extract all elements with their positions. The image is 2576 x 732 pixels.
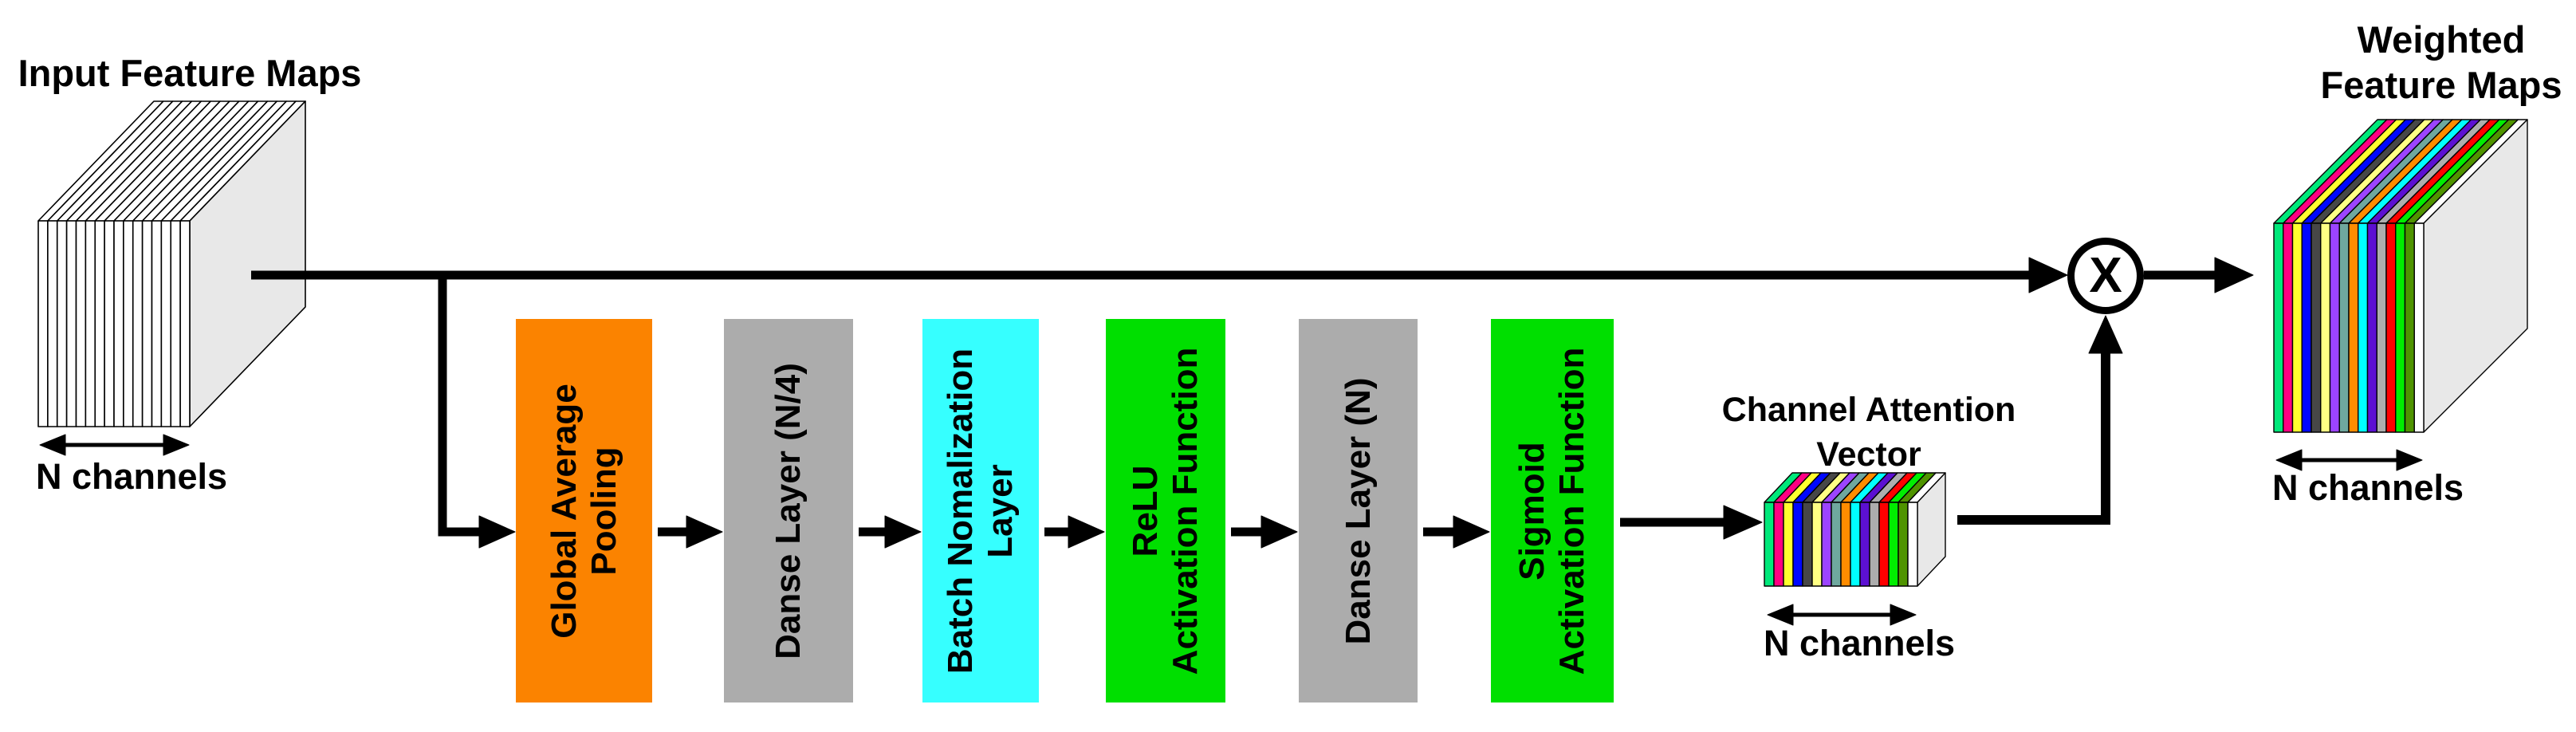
block-global-average-pooling: Global Average Pooling (516, 319, 652, 702)
channel-attention-vector-title: Channel Attention Vector (1721, 391, 2016, 474)
multiply-icon: X (2089, 248, 2122, 303)
block-label: Global Average Pooling (544, 383, 623, 639)
block-label: Sigmoid Activation Function (1512, 347, 1591, 675)
weighted-channels-arrow (2275, 449, 2423, 471)
weighted-n-channels-label: N channels (2271, 467, 2464, 508)
block-dense-layer-n4: Danse Layer (N/4) (724, 319, 853, 702)
input-feature-maps-title: Input Feature Maps (18, 52, 362, 94)
weighted-cube (2273, 119, 2528, 433)
block-relu-activation: ReLU Activation Function (1106, 319, 1225, 702)
block-batch-normalization: Batch Nomalization Layer (922, 319, 1039, 702)
attention-n-channels-label: N channels (1763, 623, 1956, 663)
block-dense-layer-n: Danse Layer (N) (1299, 319, 1418, 702)
input-cube (37, 100, 306, 427)
block-label: Batch Nomalization Layer (941, 348, 1020, 674)
weighted-feature-maps-title: Weighted Feature Maps (2320, 18, 2562, 106)
attention-channels-arrow (1767, 604, 1917, 626)
block-label: Danse Layer (N/4) (769, 362, 808, 659)
attention-vector-cube (1764, 472, 1946, 587)
flow-arrows (251, 257, 2254, 549)
block-label: ReLU Activation Function (1126, 347, 1205, 675)
multiply-node: X (2067, 238, 2144, 314)
block-sigmoid-activation: Sigmoid Activation Function (1491, 319, 1614, 702)
block-label: Danse Layer (N) (1338, 377, 1378, 645)
input-channels-arrow (39, 434, 190, 456)
input-n-channels-label: N channels (35, 456, 228, 497)
